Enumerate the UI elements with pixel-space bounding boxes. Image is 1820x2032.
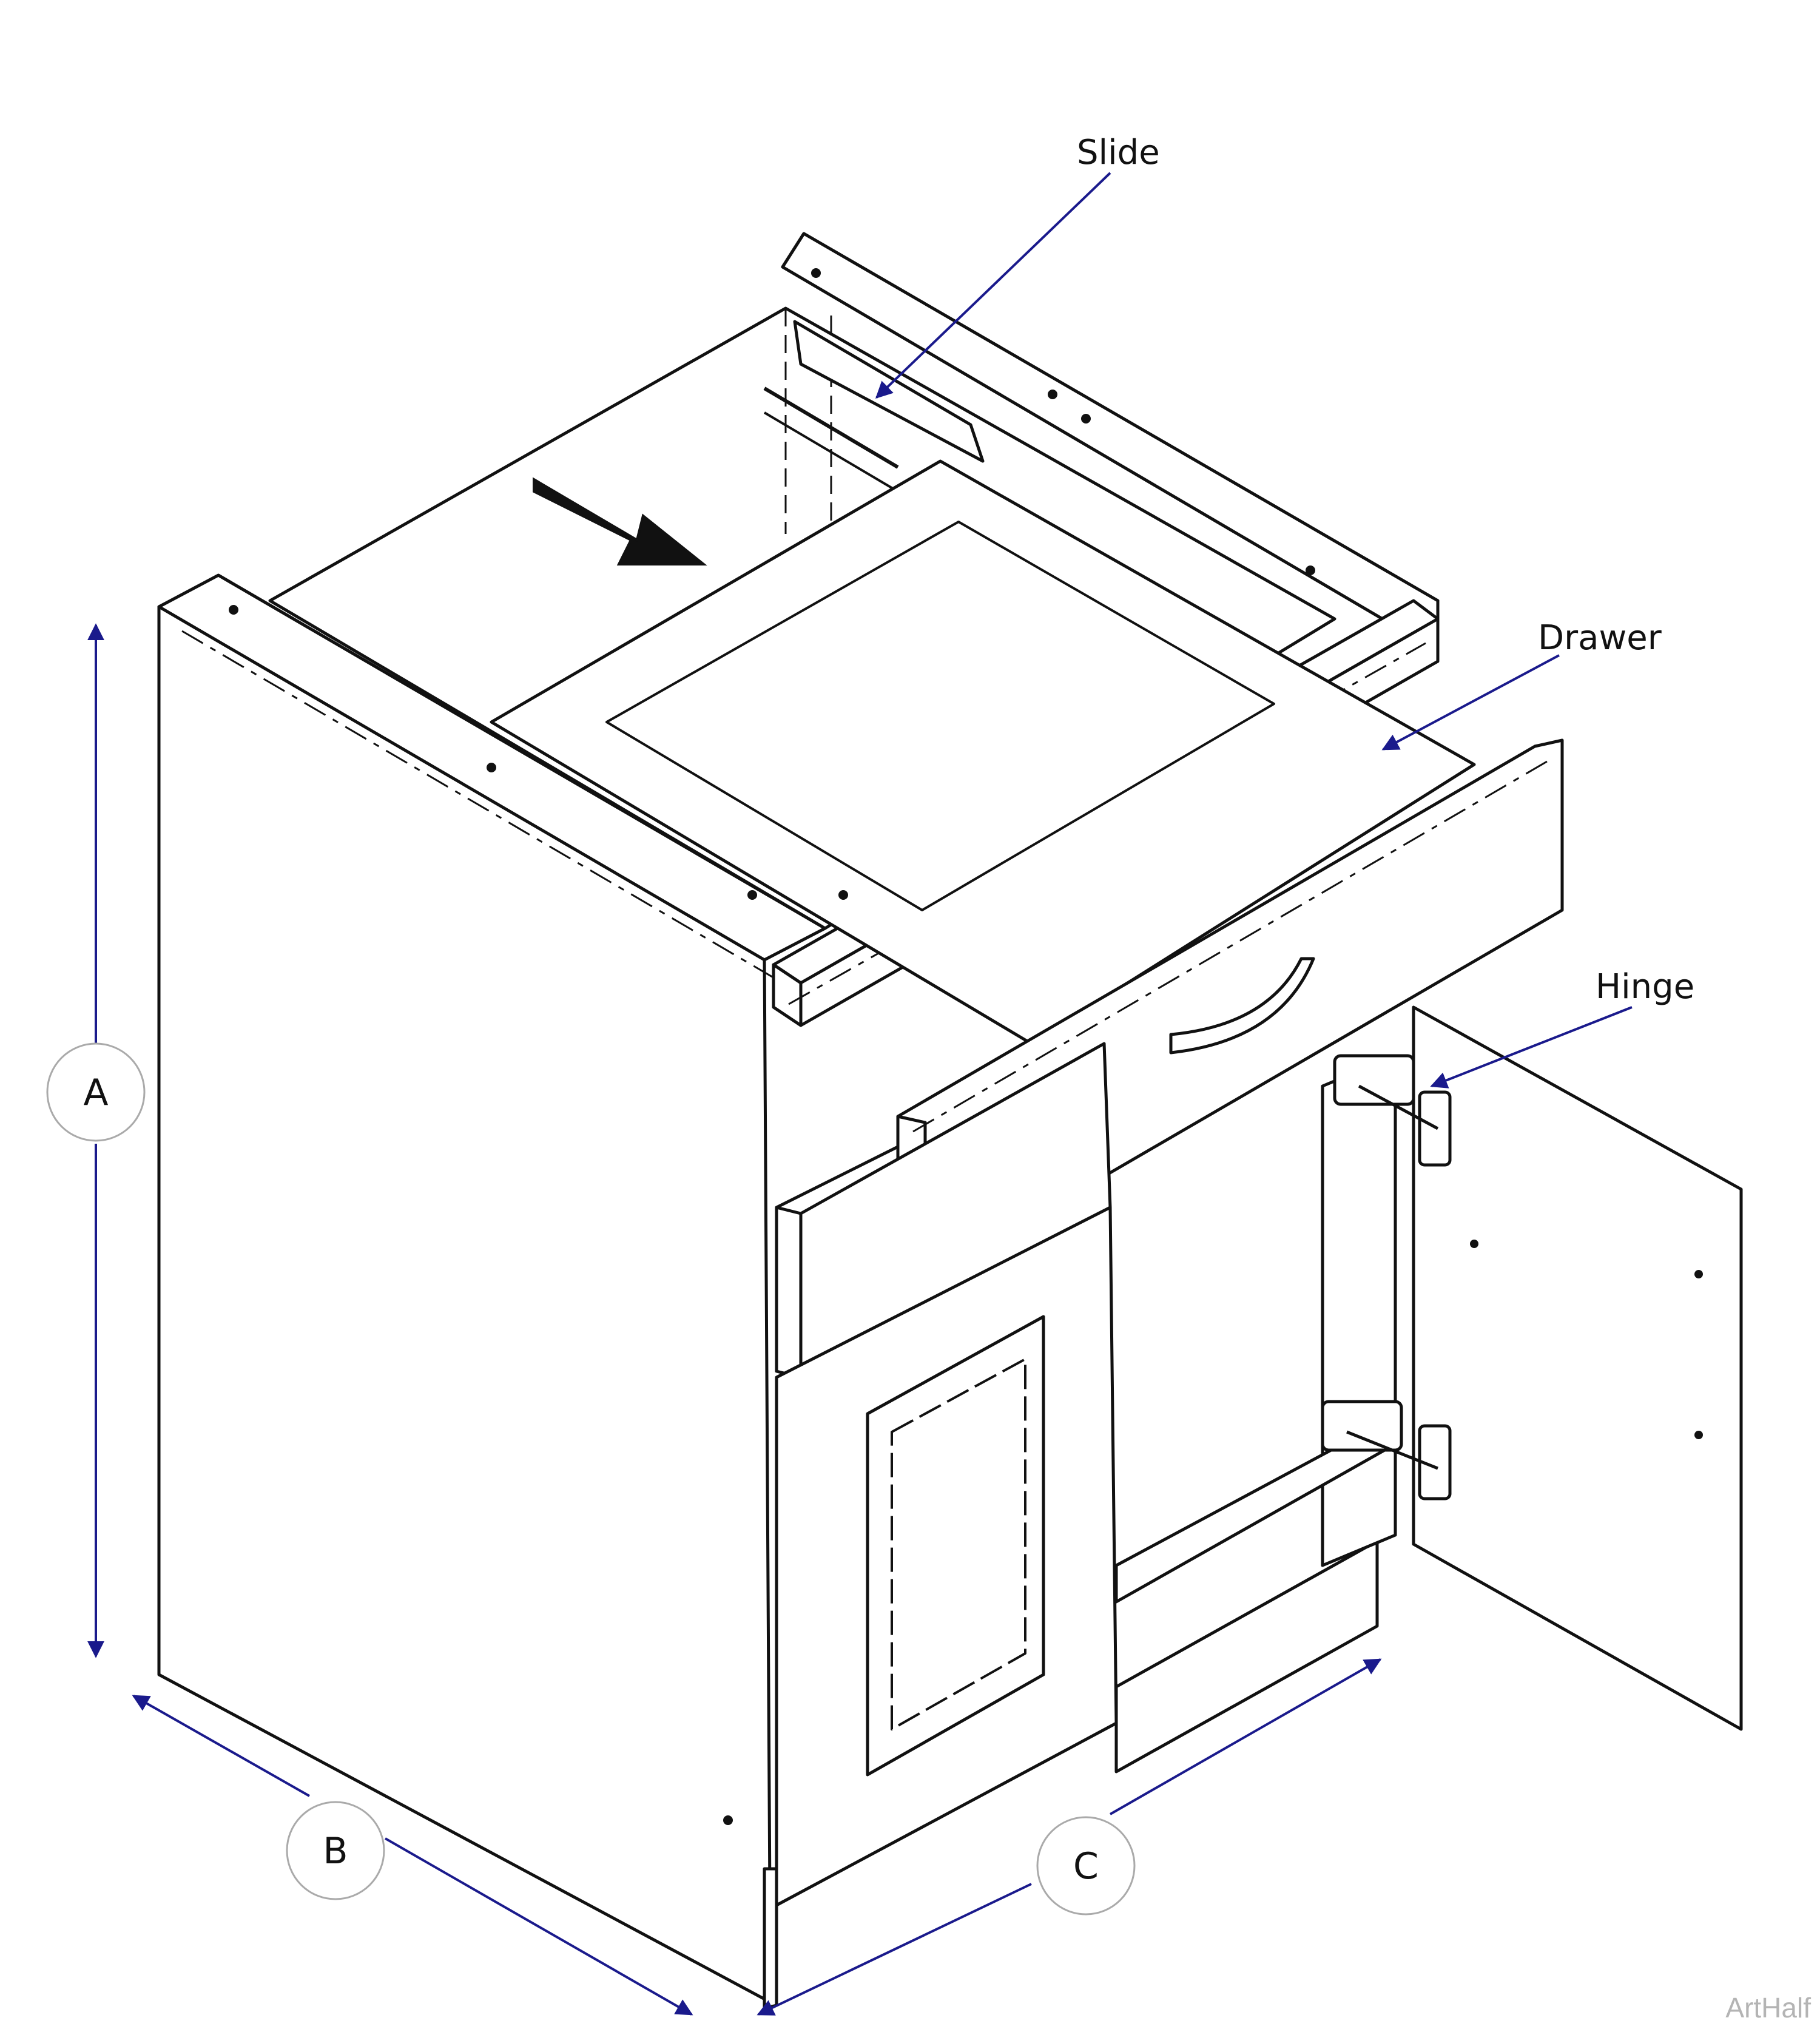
drawer-leader (1381, 654, 1560, 751)
dimension-c-label: C (1073, 1845, 1099, 1888)
dimension-c-badge: C (1036, 1816, 1136, 1916)
slide-leader (875, 172, 1111, 399)
dimension-c-line-left (757, 1883, 1032, 2016)
dimension-c-line-right (1110, 1658, 1382, 1815)
hinge-label: Hinge (1596, 967, 1694, 1007)
right-door (1412, 1005, 1743, 1731)
drawer-pull (1169, 957, 1315, 1055)
left-door-raised-panel (866, 1315, 1045, 1777)
insertion-arrow (533, 477, 707, 565)
dimension-b-badge: B (286, 1801, 385, 1900)
hinge-stile (1321, 1054, 1397, 1567)
dimension-b-line-right (385, 1837, 693, 2016)
dimension-b-line-left (132, 1695, 310, 1797)
hinge-leader (1430, 1006, 1633, 1089)
dimension-a-badge: A (46, 1042, 146, 1142)
watermark: ArtHalf (1725, 1992, 1811, 2024)
lower-hinge (1321, 1400, 1452, 1500)
dimension-b-label: B (323, 1830, 348, 1872)
upper-hinge (1333, 1054, 1452, 1167)
drawer-label: Drawer (1538, 618, 1662, 658)
left-stile (775, 1206, 803, 1379)
toe-kick (763, 1867, 778, 2010)
dimension-a-label: A (83, 1072, 108, 1114)
slide-label: Slide (1077, 133, 1160, 172)
